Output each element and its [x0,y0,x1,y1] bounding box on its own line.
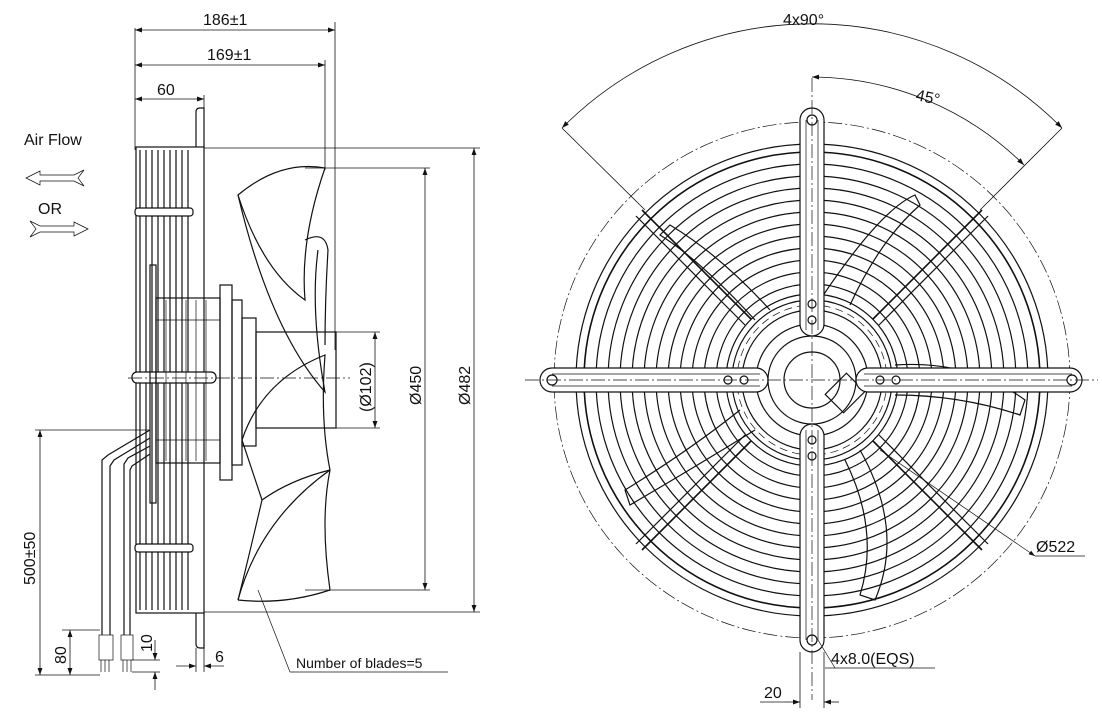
svg-text:Ø482: Ø482 [457,366,474,405]
svg-text:4x8.0(EQS): 4x8.0(EQS) [831,651,915,668]
svg-text:20: 20 [764,685,782,702]
guard-frame [131,107,217,649]
front-view: 4x90° 45° Ø522 4x8.0(EQS) 20 [525,12,1098,708]
fan-blades [237,165,331,602]
dim-flange: 60 [135,82,205,115]
svg-text:6: 6 [215,649,224,666]
svg-text:10: 10 [139,634,156,652]
svg-text:80: 80 [53,646,70,664]
dim-blade-diameter: Ø450 [305,167,430,591]
dim-cable-length: 500±50 [22,429,150,676]
svg-text:Number of blades=5: Number of blades=5 [296,655,423,671]
blades-note: Number of blades=5 [257,589,448,673]
cables [98,429,151,672]
guard-spokes [635,209,989,551]
motor-body [149,264,257,504]
or-label: OR [38,201,62,218]
svg-text:(Ø102): (Ø102) [358,362,375,412]
svg-text:Ø450: Ø450 [408,366,425,405]
front-blades [624,194,1026,601]
dim-cable-strip: 80 [53,629,100,675]
svg-text:169±1: 169±1 [207,47,251,64]
dim-guard-diameter: Ø482 [204,147,480,613]
dim-bolt-circle: Ø522 [879,449,1085,557]
airflow-left-arrow-icon [25,169,85,187]
dim-wire-strip: 10 [132,634,160,690]
dim-bracket-thickness: 6 [176,648,224,672]
svg-text:4x90°: 4x90° [783,12,824,29]
svg-text:60: 60 [157,82,175,99]
side-view: Air Flow OR 186±1 169±1 60 [22,12,480,690]
dim-bracket-width: 20 [760,652,839,708]
dim-hub: (Ø102) [336,331,380,429]
airflow-label: Air Flow [24,132,82,149]
hub [255,331,337,429]
svg-text:186±1: 186±1 [203,12,247,29]
dim-overall-length: 186±1 [134,12,336,350]
dim-holes: 4x8.0(EQS) [817,639,935,669]
dim-mount-length: 169±1 [135,47,326,170]
dim-angle-offset: 45° [811,74,1025,166]
svg-text:Ø522: Ø522 [1036,539,1075,556]
svg-text:500±50: 500±50 [22,532,39,585]
airflow-right-arrow-icon [29,220,89,238]
svg-text:45°: 45° [914,87,941,109]
